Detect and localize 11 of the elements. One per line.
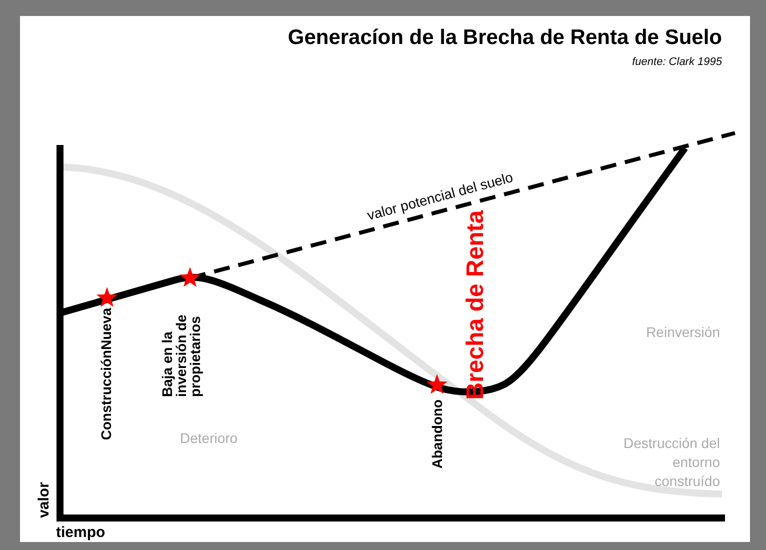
axis-title: valor: [36, 482, 52, 518]
source-note: fuente: Clark 1995: [632, 56, 722, 68]
phase-label: Destrucción del entorno construído: [622, 434, 720, 491]
point-label: Abandono: [429, 399, 445, 469]
gap-label: Brecha de Renta: [462, 210, 490, 400]
point-label: Baja en la inversión de propietarios: [160, 314, 202, 397]
axis-title: tiempo: [56, 524, 106, 541]
chart-title: Generacíon de la Brecha de Renta de Suelo: [288, 26, 722, 50]
point-label: ConstrucciónNueva: [98, 308, 114, 440]
phase-label: Deterioro: [180, 430, 238, 446]
phase-label: Reinversión: [646, 324, 720, 340]
